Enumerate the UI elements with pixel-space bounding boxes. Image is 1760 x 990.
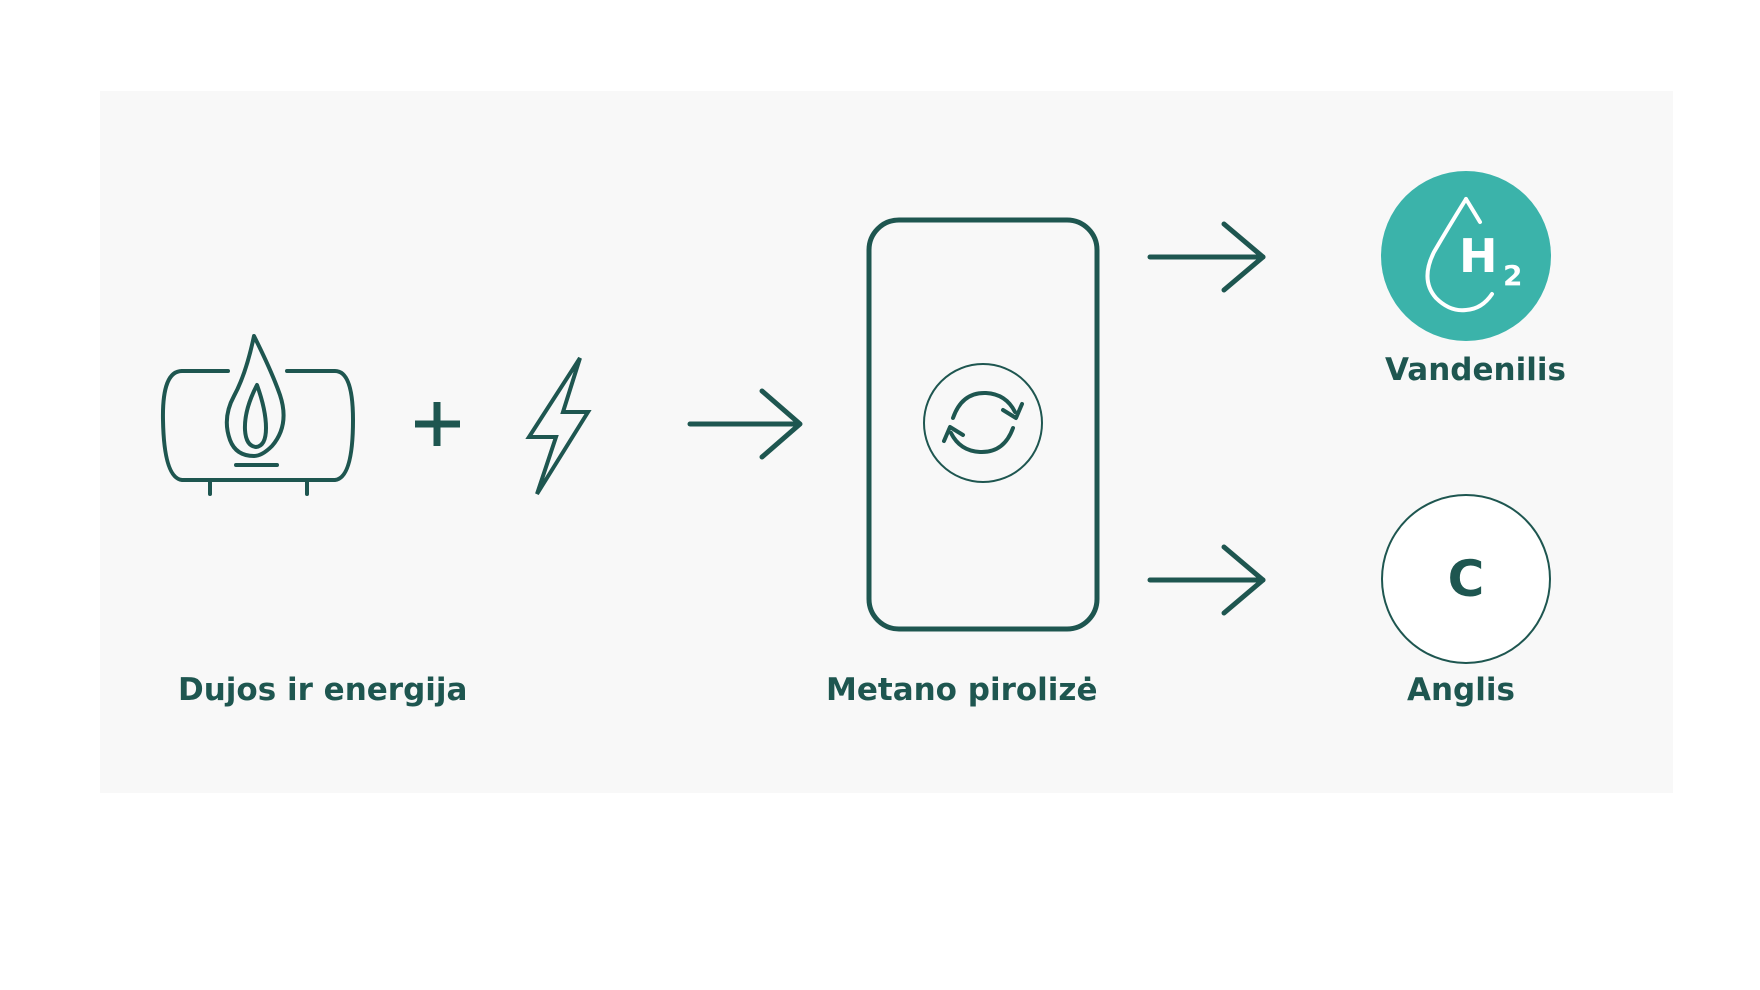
plus-icon: [415, 402, 460, 446]
arrow-to-hydrogen-icon: [1147, 221, 1266, 293]
hydrogen-badge: H 2: [1381, 171, 1551, 341]
carbon-badge: C: [1381, 494, 1551, 664]
carbon-symbol: C: [1448, 550, 1485, 608]
gas-tank-flame-icon: [160, 334, 355, 496]
hydrogen-label: Vandenilis: [1385, 352, 1566, 388]
lightning-bolt-icon: [525, 356, 592, 496]
arrow-to-process-icon: [687, 388, 803, 460]
arrow-to-carbon-icon: [1147, 544, 1266, 616]
carbon-label: Anglis: [1407, 672, 1515, 708]
hydrogen-symbol: H: [1459, 229, 1498, 283]
gas-energy-label: Dujos ir energija: [178, 672, 468, 708]
methane-pyrolysis-label: Metano pirolizė: [826, 672, 1098, 708]
hydrogen-subscript: 2: [1503, 259, 1522, 292]
water-drop-icon: [1425, 197, 1494, 313]
reactor-box: [866, 217, 1100, 632]
refresh-cycle-icon: [923, 363, 1043, 483]
